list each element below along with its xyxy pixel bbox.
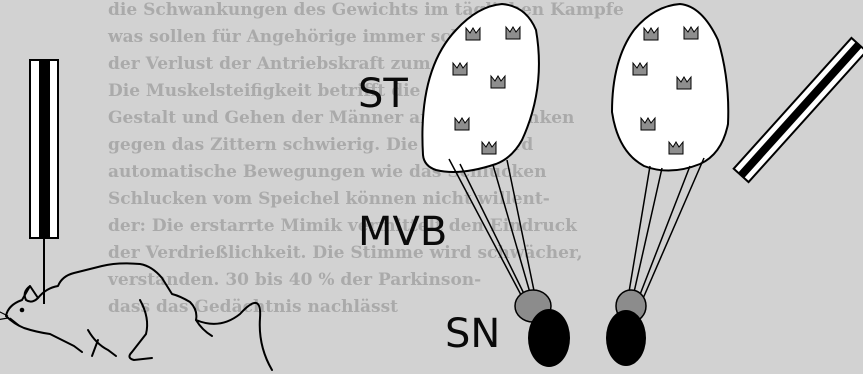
left-striatum	[422, 4, 539, 172]
left-sn-inner	[528, 309, 570, 367]
mvb-label: MVB	[358, 212, 447, 252]
right-hemisphere	[606, 4, 863, 366]
injection-cannula	[734, 38, 863, 182]
cannula-core	[39, 60, 50, 238]
sn-label: SN	[445, 314, 500, 354]
right-fiber-bundle	[626, 158, 704, 310]
st-label: ST	[358, 74, 408, 114]
rat-whiskers	[0, 310, 20, 326]
right-sn-inner	[606, 310, 646, 366]
rat-drawing	[0, 60, 272, 370]
rat-front-leg	[88, 330, 116, 356]
rat-eye	[20, 308, 25, 313]
rat-tail	[196, 303, 272, 370]
left-fiber-bundle	[449, 159, 538, 310]
rat-body-outline	[6, 263, 212, 352]
rat-hind-leg	[129, 300, 152, 360]
